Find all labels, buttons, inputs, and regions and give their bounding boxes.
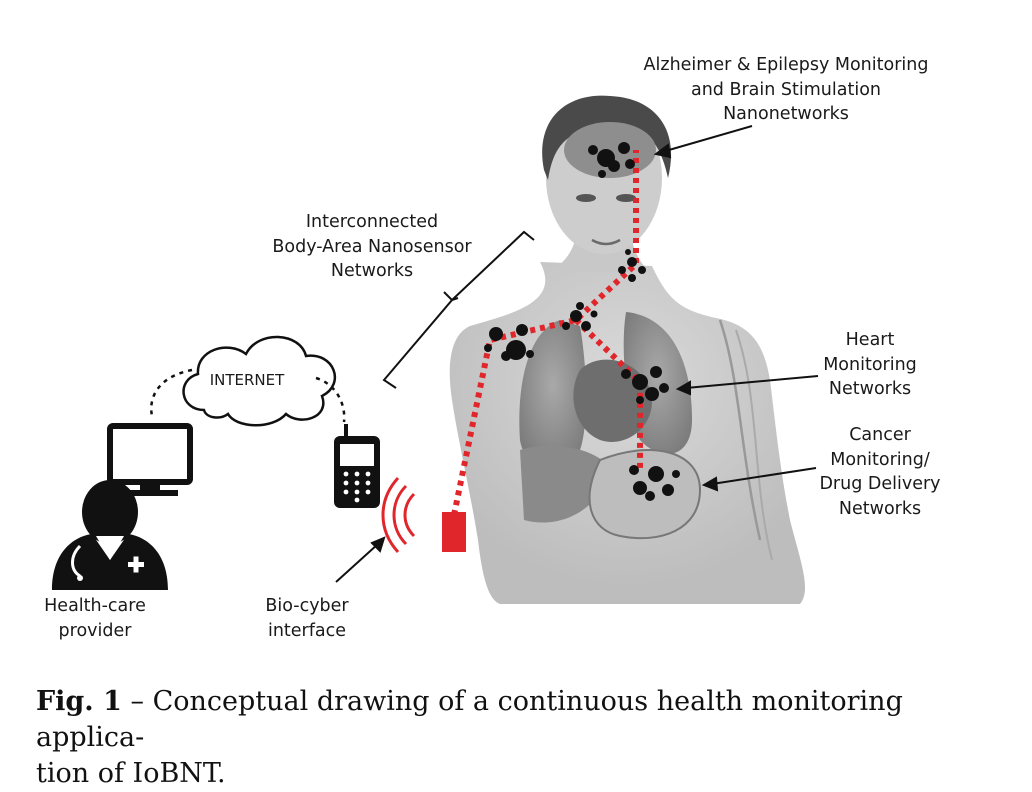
body-area-label-line-3: Networks bbox=[330, 261, 414, 281]
phone-icon bbox=[334, 424, 380, 508]
arm-vein bbox=[718, 319, 762, 541]
shoulder-cluster bbox=[484, 324, 534, 361]
cloud-to-phone-link bbox=[315, 376, 346, 423]
cloud-to-monitor-link bbox=[150, 368, 193, 417]
liver bbox=[520, 445, 610, 523]
cancer-network-label: Cancer Monitoring/ Drug Delivery Network… bbox=[810, 423, 950, 521]
heart-cluster bbox=[621, 366, 669, 404]
cancer-label-line-2: Monitoring/ bbox=[830, 449, 930, 470]
stomach-cluster bbox=[629, 465, 680, 501]
brain-label-line-3: Nanonetworks bbox=[723, 104, 849, 124]
heart-label-line-3: Networks bbox=[828, 379, 912, 399]
cancer-arrow bbox=[711, 467, 817, 485]
stomach bbox=[588, 449, 702, 540]
heart-label-line-2: Monitoring bbox=[823, 354, 917, 375]
caption-text: – Conceptual drawing of a continuous hea… bbox=[36, 686, 903, 753]
body-area-label-line-2: Body-Area Nanosensor bbox=[272, 236, 472, 257]
figure-caption: Fig. 1 – Conceptual drawing of a continu… bbox=[36, 684, 1016, 792]
iobnt-diagram bbox=[52, 95, 819, 604]
bio-cyber-label: Bio-cyber interface bbox=[252, 594, 362, 643]
neck-cluster bbox=[618, 249, 646, 282]
internet-label: INTERNET bbox=[209, 371, 285, 389]
human-body bbox=[449, 95, 806, 604]
chest-cluster bbox=[562, 302, 598, 331]
bio-cyber-label-line-2: interface bbox=[267, 620, 347, 641]
cancer-label-line-3: Drug Delivery bbox=[819, 474, 941, 494]
arm-vein bbox=[735, 329, 773, 561]
right-eye bbox=[616, 194, 636, 202]
mouth bbox=[591, 238, 621, 246]
provider-label-line-2: provider bbox=[58, 620, 132, 641]
brain-arrow bbox=[661, 125, 753, 153]
doctor-icon bbox=[52, 480, 168, 590]
hair bbox=[542, 95, 672, 180]
brain-label-line-2: and Brain Stimulation bbox=[690, 79, 881, 100]
brain-label-line-1: Alzheimer & Epilepsy Monitoring bbox=[643, 55, 929, 75]
cancer-label-line-1: Cancer bbox=[849, 425, 911, 445]
heart-arrow bbox=[685, 375, 819, 389]
arrows bbox=[335, 125, 819, 583]
cloud-icon bbox=[182, 335, 337, 427]
caption-prefix: Fig. 1 bbox=[36, 686, 122, 717]
provider-label-line-1: Health-care bbox=[44, 596, 146, 616]
caption-text-continued: tion of IoBNT. bbox=[36, 758, 226, 789]
monitor-icon bbox=[107, 423, 193, 496]
left-lung bbox=[519, 320, 587, 464]
body-area-label-line-1: Interconnected bbox=[305, 212, 439, 232]
network-bracket bbox=[382, 230, 535, 389]
wireless-signal-icon bbox=[381, 476, 416, 554]
bio-cyber-arrow bbox=[335, 543, 379, 583]
cancer-label-line-4: Networks bbox=[838, 498, 922, 519]
bio-cyber-label-line-1: Bio-cyber bbox=[265, 596, 349, 616]
heart-label-line-1: Heart bbox=[845, 330, 895, 350]
heart-network-label: Heart Monitoring Networks bbox=[810, 328, 930, 402]
left-eye bbox=[576, 194, 596, 202]
implant-device bbox=[442, 512, 466, 552]
body-area-network-label: Interconnected Body-Area Nanosensor Netw… bbox=[272, 210, 472, 284]
provider-label: Health-care provider bbox=[30, 594, 160, 643]
brain-network-label: Alzheimer & Epilepsy Monitoring and Brai… bbox=[640, 53, 932, 127]
brain-cluster bbox=[588, 142, 635, 178]
